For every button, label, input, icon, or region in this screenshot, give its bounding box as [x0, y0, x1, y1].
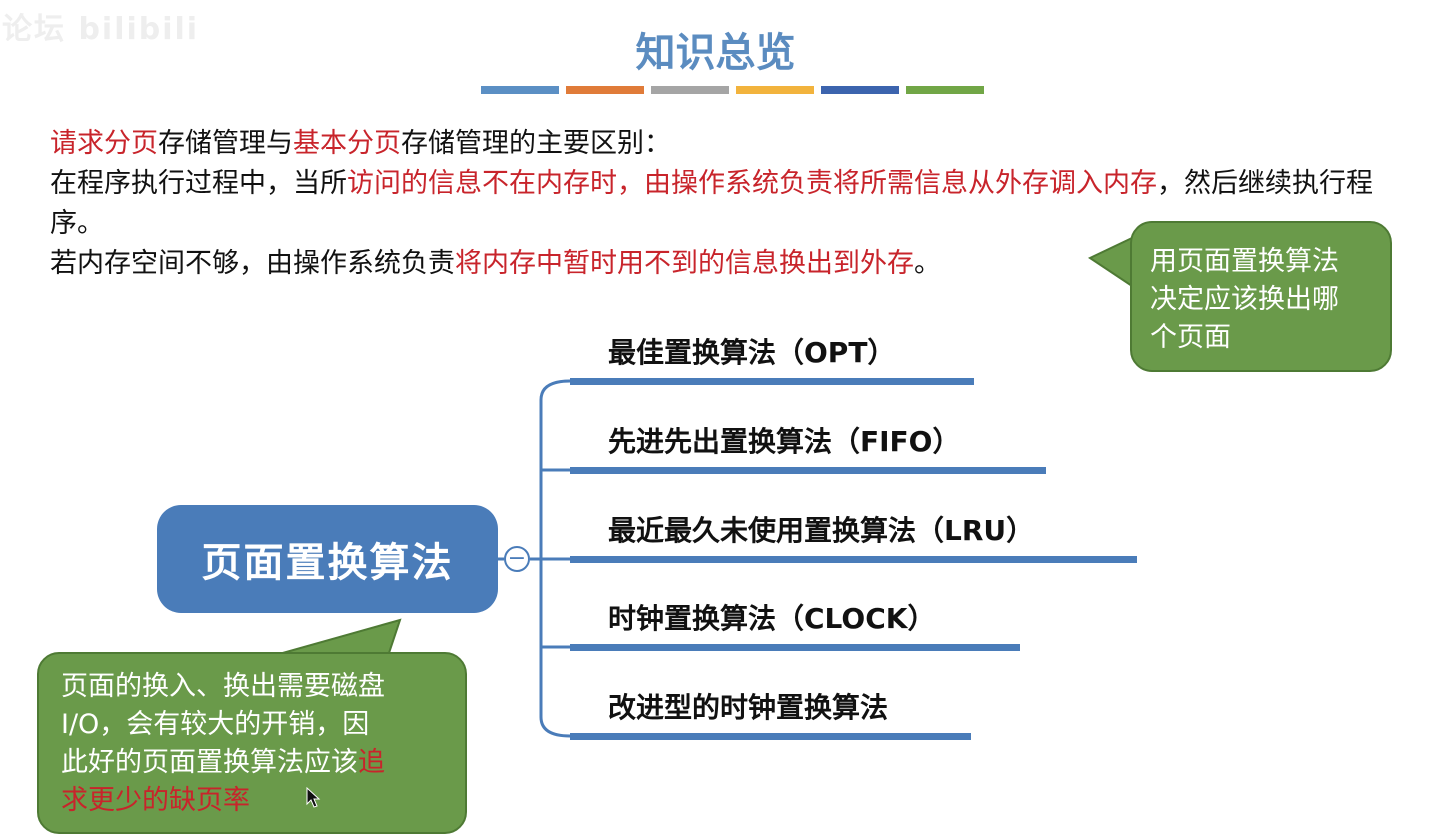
highlight-text: 请求分页 [50, 128, 158, 159]
color-bar [651, 86, 729, 94]
callout-bottom-line: I/O，会有较大的开销，因 [61, 709, 370, 740]
mouse-cursor-icon [306, 787, 321, 808]
branch-label: 最近最久未使用置换算法（LRU） [608, 514, 1035, 547]
highlight-text: 访问的信息不在内存时，由操作系统负责将所需信息从外存调入内存 [347, 168, 1157, 199]
branch-label: 改进型的时钟置换算法 [608, 691, 889, 724]
plain-text: 此好的页面置换算法应该 [61, 747, 358, 778]
intro-line-1: 请求分页存储管理与基本分页存储管理的主要区别： [50, 124, 1420, 164]
mindmap-branch-lru[interactable]: 最近最久未使用置换算法（LRU） [570, 508, 1137, 563]
mindmap-branch-fifo[interactable]: 先进先出置换算法（FIFO） [570, 419, 1046, 474]
callout-bottom-line: 求更少的缺页率 [61, 782, 449, 820]
collapse-button[interactable]: − [504, 546, 530, 572]
mindmap-branch-improved-clock[interactable]: 改进型的时钟置换算法 [570, 685, 971, 740]
plain-text: 若内存空间不够，由操作系统负责 [50, 248, 455, 279]
color-bar [736, 86, 814, 94]
branch-underline [570, 467, 1046, 474]
intro-line-3: 若内存空间不够，由操作系统负责将内存中暂时用不到的信息换出到外存。 [50, 244, 1420, 284]
intro-line-2: 在程序执行过程中，当所访问的信息不在内存时，由操作系统负责将所需信息从外存调入内… [50, 164, 1420, 244]
plain-text: ，然后继续执行程序。 [50, 168, 1373, 239]
mindmap-branch-opt[interactable]: 最佳置换算法（OPT） [570, 330, 974, 385]
plain-text: 在程序执行过程中，当所 [50, 168, 347, 199]
intro-text: 请求分页存储管理与基本分页存储管理的主要区别： 在程序执行过程中，当所访问的信息… [50, 124, 1420, 284]
branch-label: 时钟置换算法（CLOCK） [608, 602, 936, 635]
highlight-text: 基本分页 [293, 128, 401, 159]
highlight-text: 求更少的缺页率 [61, 785, 250, 816]
branch-underline [570, 644, 1020, 651]
callout-bottom-line: 页面的换入、换出需要磁盘 [61, 671, 385, 702]
highlight-text: 追 [358, 747, 385, 778]
callout-top-line: 决定应该换出哪 [1150, 284, 1339, 315]
branch-label: 最佳置换算法（OPT） [608, 336, 896, 369]
plain-text: 存储管理的主要区别： [401, 128, 671, 159]
callout-top-line: 个页面 [1150, 322, 1231, 353]
branch-label: 先进先出置换算法（FIFO） [608, 425, 961, 458]
color-bar [566, 86, 644, 94]
mindmap-branch-clock[interactable]: 时钟置换算法（CLOCK） [570, 596, 1020, 651]
branch-underline [570, 733, 971, 740]
callout-bottom: 页面的换入、换出需要磁盘 I/O，会有较大的开销，因 此好的页面置换算法应该追 … [37, 652, 467, 834]
title-color-bars [481, 86, 984, 94]
mindmap-center-node[interactable]: 页面置换算法 [157, 505, 498, 613]
branch-underline [570, 556, 1137, 563]
highlight-text: 将内存中暂时用不到的信息换出到外存 [455, 248, 914, 279]
color-bar [821, 86, 899, 94]
color-bar [906, 86, 984, 94]
callout-top-line: 用页面置换算法 [1150, 246, 1339, 277]
callout-bottom-line: 此好的页面置换算法应该追 [61, 744, 449, 782]
branch-underline [570, 378, 974, 385]
color-bar [481, 86, 559, 94]
watermark: 论坛 bilibili [2, 12, 200, 47]
plain-text: 。 [914, 248, 941, 279]
page-title: 知识总览 [635, 29, 796, 76]
plain-text: 存储管理与 [158, 128, 293, 159]
callout-top: 用页面置换算法 决定应该换出哪 个页面 [1130, 221, 1392, 372]
